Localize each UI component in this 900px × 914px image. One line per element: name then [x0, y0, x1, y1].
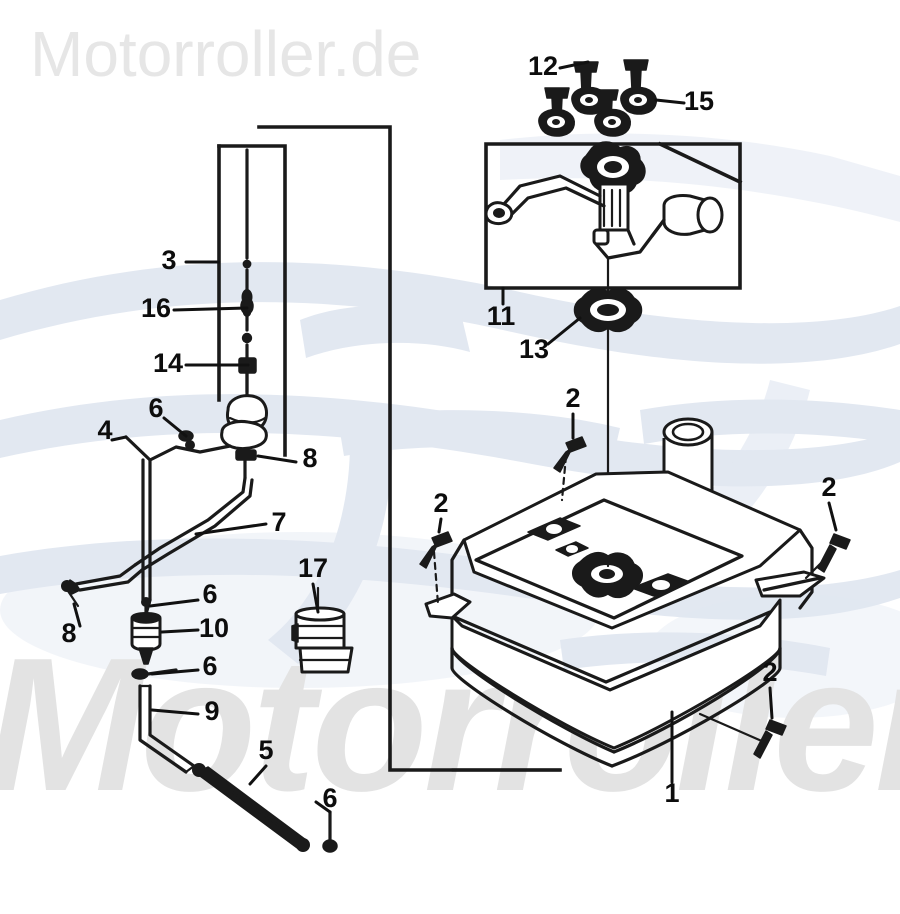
- flange-washer-4: [594, 108, 631, 137]
- part-fuel-tank: [424, 417, 826, 772]
- callout-fuel-tank[interactable]: 1: [664, 778, 679, 808]
- part-vent-pipe: [138, 684, 196, 774]
- part-fuel-hose-short: [65, 476, 254, 595]
- part-fuel-pump-assembly: [484, 141, 724, 260]
- callout-vent-pipe[interactable]: 9: [204, 696, 219, 726]
- callout-fuel-hose-short[interactable]: 7: [271, 507, 286, 537]
- callout-hose-clip[interactable]: 16: [141, 293, 171, 323]
- flange-washer-2: [620, 86, 657, 115]
- watermark-top-text: Motorroller.de: [30, 18, 421, 90]
- callout-hose-clamp-lower[interactable]: 6: [202, 651, 217, 681]
- callout-tank-bolt-rear-left[interactable]: 2: [565, 383, 580, 413]
- part-hose-clamp-breather: [322, 810, 338, 853]
- callout-leader-lines: [72, 60, 838, 814]
- part-hose-joint: [238, 357, 257, 394]
- part-tank-bolts: [419, 436, 851, 759]
- part-clip-left: [61, 580, 80, 608]
- flange-washer-1: [571, 86, 608, 115]
- part-fuel-valve-body: [220, 394, 268, 480]
- callout-clip-left[interactable]: 8: [61, 618, 76, 648]
- flange-washer-3: [538, 108, 575, 137]
- callout-fuel-line-bracket[interactable]: 4: [97, 415, 112, 445]
- callout-tank-bolt-front-right[interactable]: 2: [762, 657, 777, 687]
- part-fuel-cap: [291, 586, 354, 674]
- callout-fuel-cap[interactable]: 17: [298, 553, 328, 583]
- callout-tank-bolt-front-left[interactable]: 2: [433, 488, 448, 518]
- tank-bolt-front-right: [698, 712, 787, 759]
- callout-fuel-hose-long[interactable]: 3: [161, 245, 176, 275]
- flange-bolt-2: [623, 59, 649, 91]
- part-pump-gasket: [573, 256, 643, 562]
- callout-hose-clamp-mid[interactable]: 6: [202, 579, 217, 609]
- parts-artwork-layer: [61, 59, 851, 853]
- tank-bolt-rear-left: [553, 436, 587, 502]
- callout-fuel-filter[interactable]: 10: [199, 613, 229, 643]
- pump-bracket-corner: [657, 141, 743, 185]
- callout-hose-joint[interactable]: 14: [153, 348, 183, 378]
- callout-tank-bolt-rear-right[interactable]: 2: [821, 472, 836, 502]
- callout-fuel-pump-assembly[interactable]: 11: [487, 301, 516, 331]
- callout-hose-clamp-upper[interactable]: 6: [148, 393, 163, 423]
- callout-pump-gasket[interactable]: 13: [519, 334, 549, 364]
- callout-flange-bolt[interactable]: 12: [528, 51, 558, 81]
- pump-group-bracket: [484, 142, 742, 290]
- callout-flange-washer[interactable]: 15: [684, 86, 714, 116]
- part-breather-hose: [192, 763, 310, 852]
- callout-breather-hose[interactable]: 5: [258, 735, 273, 765]
- part-hose-clip: [240, 297, 254, 315]
- tank-bolt-rear-right: [804, 533, 851, 580]
- watermark-layer: Motorroller.de Motorroller.de: [0, 18, 900, 831]
- part-fuel-filter: [130, 597, 162, 665]
- tank-bolt-front-left: [419, 531, 453, 606]
- inner-group-bracket: [217, 144, 287, 457]
- part-flange-hardware-cluster: [538, 59, 657, 137]
- callout-clip-right[interactable]: 8: [302, 443, 317, 473]
- callout-hose-clamp-breather[interactable]: 6: [322, 783, 337, 813]
